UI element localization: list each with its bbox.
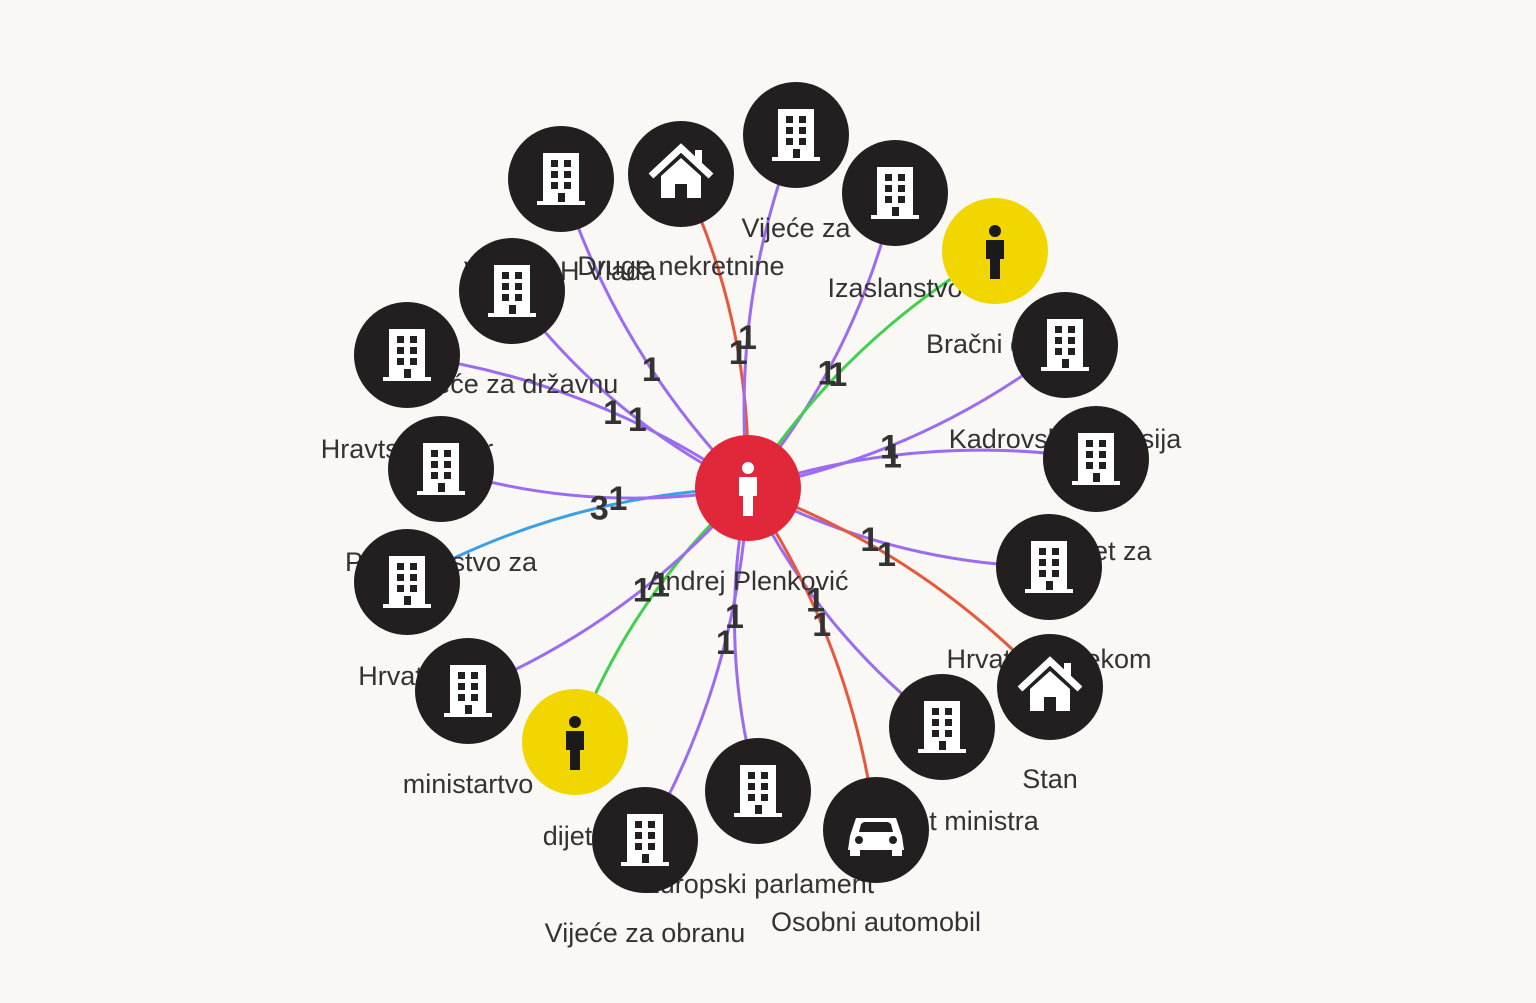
node-org[interactable]	[354, 529, 460, 635]
person-icon	[566, 716, 584, 770]
node-org[interactable]	[705, 738, 811, 844]
car-icon	[848, 818, 904, 856]
node-label: Vijeće za obranu	[545, 918, 746, 948]
node-org[interactable]	[842, 140, 948, 246]
building-icon	[918, 701, 966, 753]
building-icon	[871, 167, 919, 219]
building-icon	[1072, 433, 1120, 485]
node-label: Vijeće za	[741, 213, 851, 243]
edge-count-label: 1	[729, 334, 748, 372]
node-org[interactable]	[415, 638, 521, 744]
edge-count-label: 1	[860, 521, 879, 559]
person-icon	[739, 462, 757, 516]
building-icon	[1041, 319, 1089, 371]
edge-count-label: 1	[725, 598, 744, 636]
edge-count-label: 1	[812, 606, 831, 644]
building-icon	[417, 443, 465, 495]
edge-count-label: 1	[818, 355, 837, 393]
node-org[interactable]	[459, 238, 565, 344]
node-org[interactable]	[996, 514, 1102, 620]
node-relative[interactable]	[522, 689, 628, 795]
edge-count-label: 1	[633, 572, 652, 610]
node-org[interactable]	[823, 777, 929, 883]
node-org[interactable]	[743, 82, 849, 188]
building-icon	[537, 153, 585, 205]
building-icon	[1025, 541, 1073, 593]
node-org[interactable]	[889, 674, 995, 780]
node-label: Osobni automobil	[771, 907, 981, 937]
edge-count-label: 1	[603, 394, 622, 432]
node-label: Druge nekretnine	[577, 251, 784, 281]
building-icon	[383, 556, 431, 608]
node-org[interactable]	[508, 126, 614, 232]
center-label: Andrej Plenković	[647, 566, 848, 596]
node-org[interactable]	[354, 302, 460, 408]
edge-count-label: 1	[738, 319, 757, 357]
node-relative[interactable]	[942, 198, 1048, 304]
edge-count-label: 1	[828, 356, 847, 394]
node-label: Izaslanstvo	[827, 273, 962, 303]
building-icon	[621, 814, 669, 866]
building-icon	[734, 765, 782, 817]
node-org[interactable]	[592, 787, 698, 893]
edge-count-label: 1	[716, 624, 735, 662]
center-node[interactable]	[695, 435, 801, 541]
edge-count-label: 3	[590, 490, 609, 528]
node-org[interactable]	[388, 416, 494, 522]
edge-count-label: 1	[608, 480, 627, 518]
edge-count-label: 1	[883, 437, 902, 475]
building-icon	[444, 665, 492, 717]
building-icon	[488, 265, 536, 317]
node-org[interactable]	[1043, 406, 1149, 512]
node-label: Stan	[1022, 764, 1078, 794]
edge-count-label: 1	[651, 567, 670, 605]
house-icon	[648, 143, 714, 198]
node-org[interactable]	[628, 121, 734, 227]
node-label: ministartvo	[403, 769, 534, 799]
nodes	[354, 82, 1149, 893]
house-icon	[1017, 656, 1083, 711]
edge-count-label: 1	[877, 536, 896, 574]
building-icon	[383, 329, 431, 381]
edge-count-label: 1	[806, 582, 825, 620]
person-icon	[986, 225, 1004, 279]
building-icon	[772, 109, 820, 161]
edge-org	[559, 178, 750, 490]
edge-count-label: 1	[642, 351, 661, 389]
node-org[interactable]	[997, 634, 1103, 740]
node-org[interactable]	[1012, 292, 1118, 398]
edge-count-label: 1	[628, 401, 647, 439]
edge-count-label: 1	[880, 428, 899, 466]
